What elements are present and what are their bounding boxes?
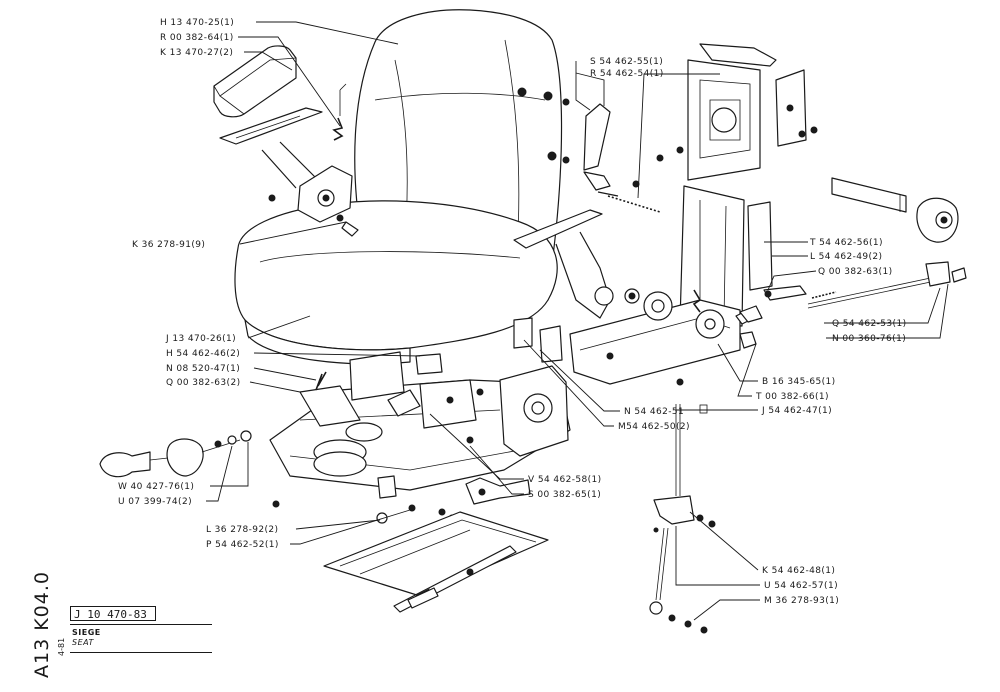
label-n54462-51: N 54 462-51 — [624, 407, 684, 417]
label-b16345-65: B 16 345-65(1) — [762, 377, 836, 387]
label-u07399-74: U 07 399-74(2) — [118, 497, 192, 507]
armrest-pad-left — [213, 45, 297, 118]
cam-knob — [739, 331, 757, 349]
label-s54462-55: S 54 462-55(1) — [590, 57, 663, 67]
vertical-guide — [679, 185, 745, 327]
upper-frame-cap — [699, 43, 777, 67]
link-bracket — [653, 495, 695, 525]
label-l36278-92: L 36 278-92(2) — [206, 525, 278, 535]
label-m54462-50: M54 462-50(2) — [618, 422, 690, 432]
label-m36278-93: M 36 278-93(1) — [764, 596, 839, 606]
handle-tube — [831, 177, 907, 213]
base-plate — [323, 511, 549, 597]
document-date-text: 4-81 — [57, 638, 66, 656]
label-r00382-64: R 00 382-64(1) — [160, 33, 234, 43]
label-t00382-66: T 00 382-66(1) — [755, 392, 829, 402]
label-k13470-27: K 13 470-27(2) — [160, 48, 233, 58]
adjust-knob — [99, 451, 151, 478]
armrest-pad-right — [513, 209, 603, 249]
reference-number: J 10 470-83 — [70, 606, 156, 621]
title-rule-top — [70, 624, 212, 625]
document-date: 4-81 — [57, 638, 66, 656]
label-q00382-63-right: Q 00 382-63(1) — [818, 267, 892, 277]
label-q00382-63-left: Q 00 382-63(2) — [166, 378, 240, 388]
label-h54462-46: H 54 462-46(2) — [166, 349, 240, 359]
guide-plate — [747, 201, 773, 291]
label-l54462-49: L 54 462-49(2) — [810, 252, 882, 262]
label-q54462-53: Q 54 462-53(1) — [832, 319, 906, 329]
title-english: SEAT — [72, 638, 94, 647]
label-n00360-76: N 00 360-76(1) — [832, 334, 906, 344]
label-t54462-56: T 54 462-56(1) — [809, 238, 883, 248]
side-plate-left — [349, 351, 405, 401]
document-code-text: A13 K04.0 — [31, 571, 53, 678]
label-u54462-57: U 54 462-57(1) — [764, 581, 838, 591]
document-code: A13 K04.0 — [31, 571, 53, 678]
adjust-lever — [465, 477, 531, 505]
label-w40427-76: W 40 427-76(1) — [118, 482, 194, 492]
gas-strut — [583, 103, 611, 171]
label-k36278-91: K 36 278-91(9) — [132, 240, 205, 250]
label-v54462-58: V 54 462-58(1) — [528, 475, 602, 485]
title-french: SIEGE — [72, 628, 101, 637]
seat-base-skirt — [244, 319, 411, 365]
title-block: J 10 470-83 SIEGE SEAT — [70, 606, 220, 676]
label-r54462-54: R 54 462-54(1) — [590, 69, 664, 79]
label-h13470-25: H 13 470-25(1) — [160, 18, 234, 28]
part-labels: H 13 470-25(1) R 00 382-64(1) K 13 470-2… — [118, 18, 906, 606]
label-s00382-65: S 00 382-65(1) — [528, 490, 601, 500]
seat-cushion — [234, 200, 558, 351]
seat-drawing — [99, 9, 967, 634]
link-rod — [675, 404, 681, 496]
label-p54462-52: P 54 462-52(1) — [206, 540, 279, 550]
label-n54462-51-box — [699, 404, 708, 414]
label-j13470-26: J 13 470-26(1) — [165, 334, 236, 344]
release-rod — [807, 275, 941, 309]
label-j54462-47: J 54 462-47(1) — [761, 406, 832, 416]
title-rule-bottom — [70, 652, 212, 653]
label-k54462-48: K 54 462-48(1) — [762, 566, 835, 576]
label-n08520-47: N 08 520-47(1) — [166, 364, 240, 374]
leader-lines — [206, 21, 949, 621]
